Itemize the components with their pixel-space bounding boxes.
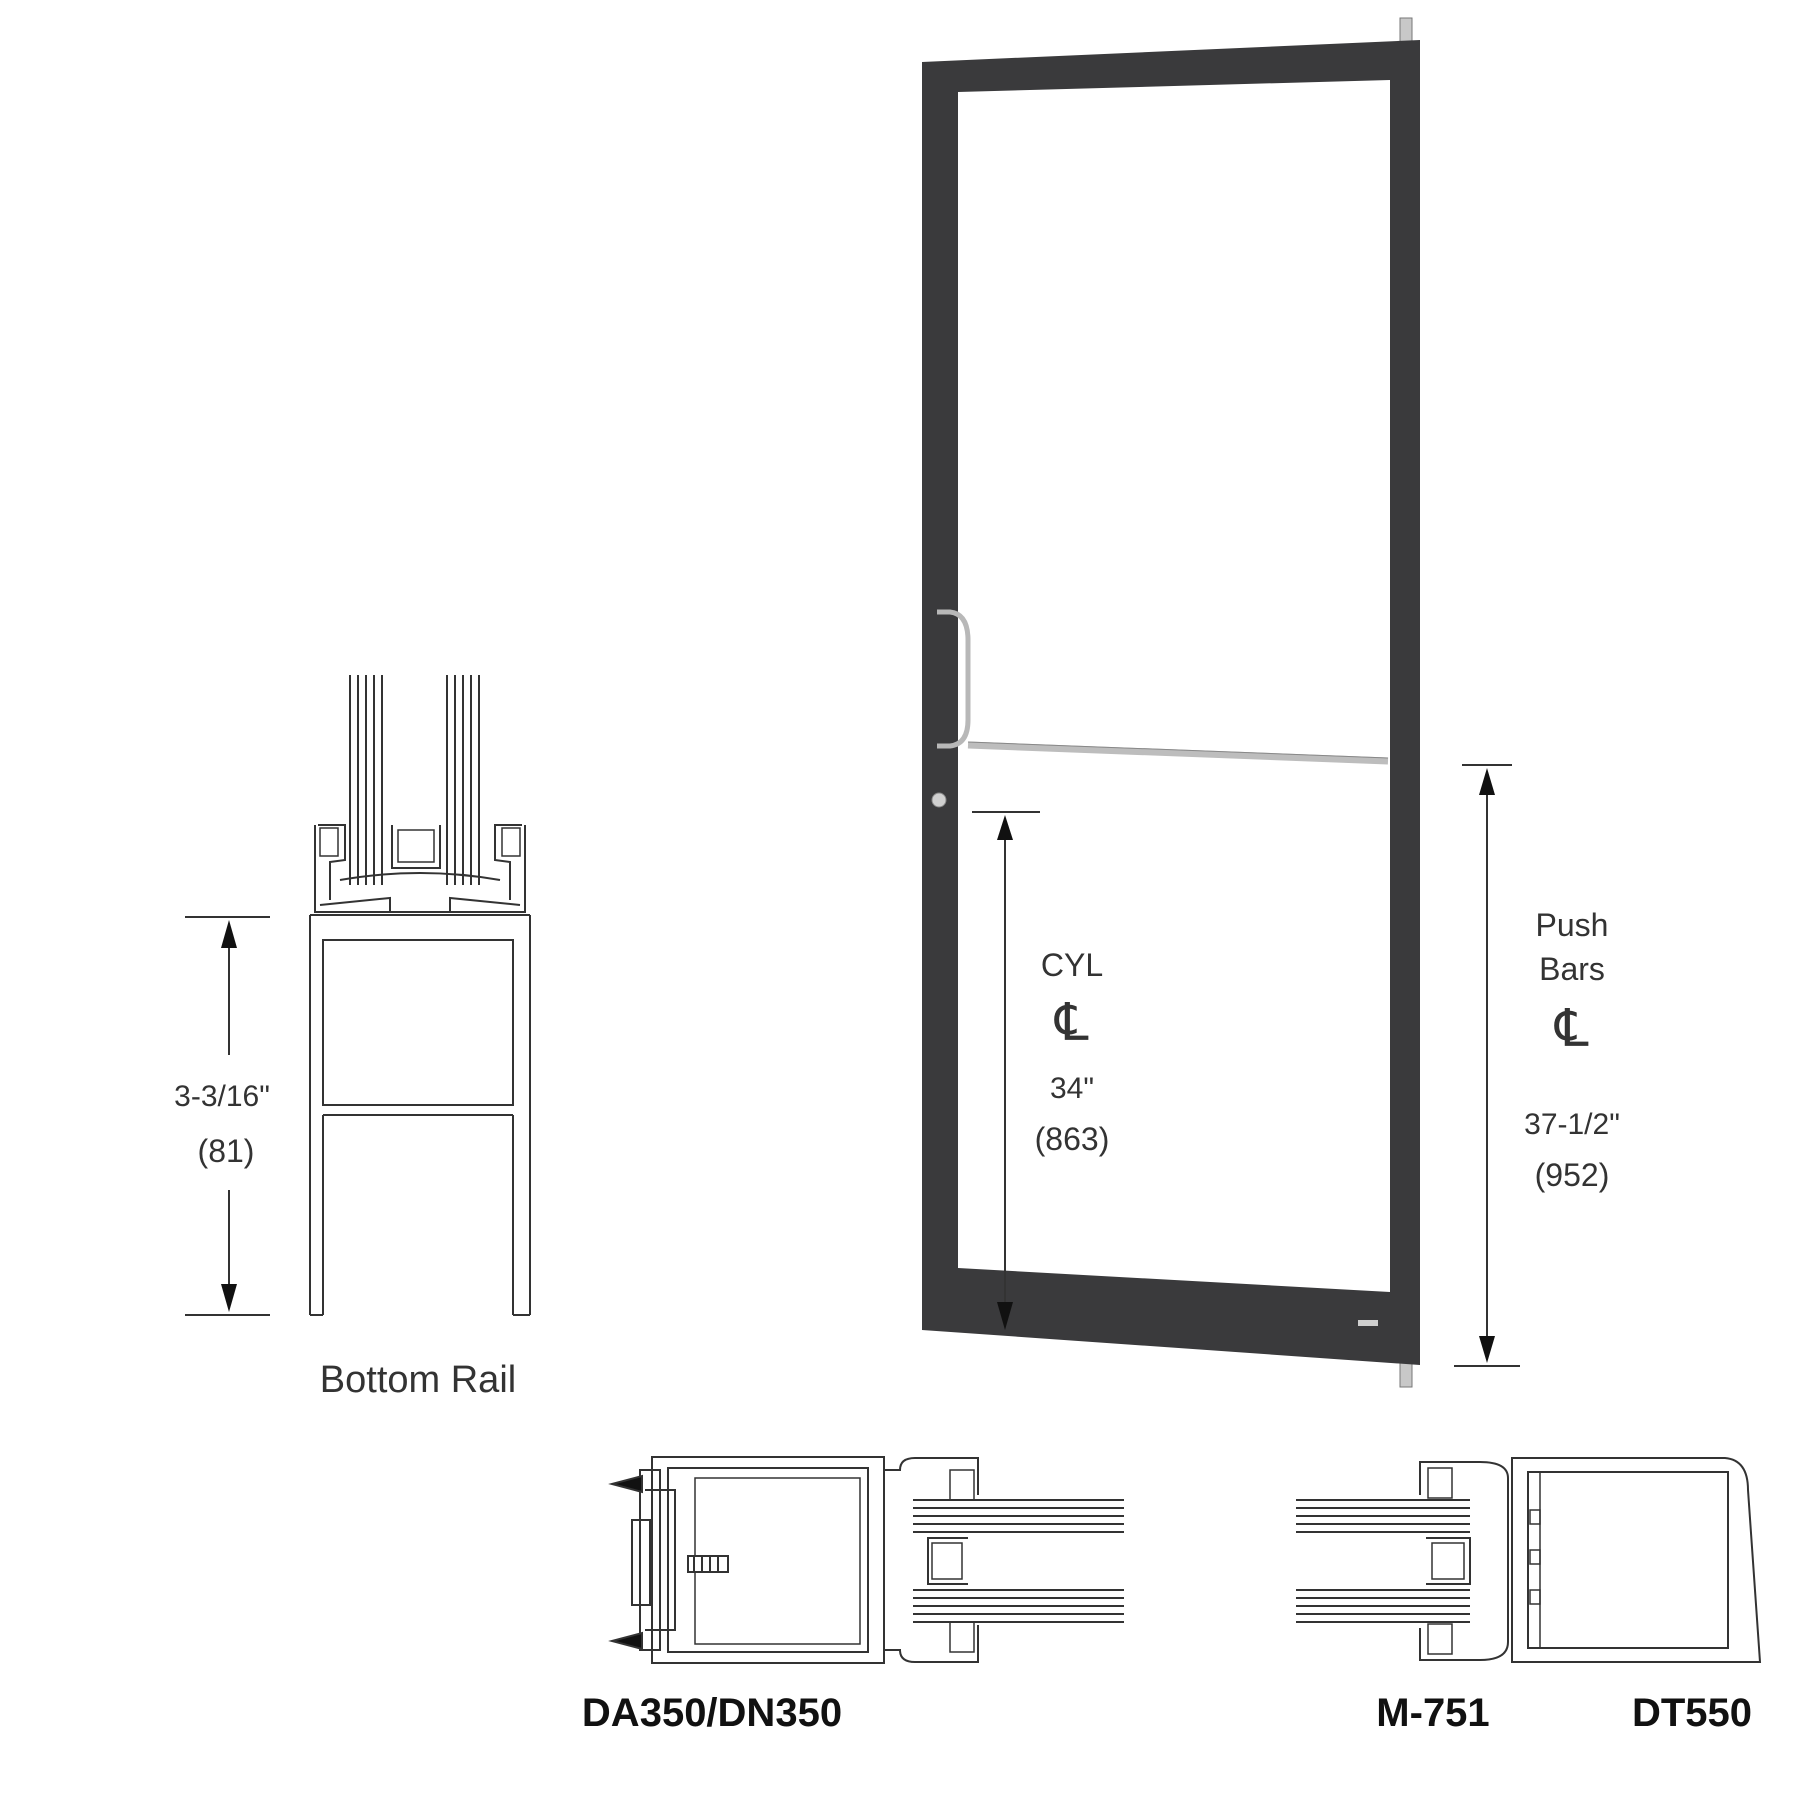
cylinder-dimension: CYL ℄ 34" (863) <box>972 811 1110 1330</box>
section-middle-label: M-751 <box>1376 1691 1489 1735</box>
door-glass <box>958 80 1390 1292</box>
bottom-rail-label <box>1358 1320 1378 1326</box>
section-left-label: DA350/DN350 <box>582 1691 842 1735</box>
cylinder-height-imperial: 34" <box>1050 1072 1094 1105</box>
bottom-rail-dimension: 3-3/16" (81) <box>174 916 270 1316</box>
lock-cylinder <box>931 792 947 808</box>
push-bars-label-line1: Push <box>1536 907 1609 943</box>
bottom-rail-section <box>309 675 531 1316</box>
section-right-label: DT550 <box>1632 1691 1752 1735</box>
door-elevation <box>922 17 1420 1388</box>
pull-handle <box>937 609 971 749</box>
bottom-rail-height-metric: (81) <box>198 1133 255 1169</box>
push-bars-dimension: Push Bars ℄ 37-1/2" (952) <box>1454 764 1620 1367</box>
push-bars-height-imperial: 37-1/2" <box>1524 1108 1620 1141</box>
cylinder-label: CYL <box>1041 947 1103 983</box>
push-bar <box>967 741 1389 765</box>
section-m751-dt550 <box>1296 1457 1762 1663</box>
section-da350 <box>608 1456 1124 1664</box>
cylinder-height-metric: (863) <box>1035 1121 1110 1157</box>
cylinder-centerline-icon: ℄ <box>1053 994 1089 1052</box>
push-bars-label-line2: Bars <box>1539 951 1605 987</box>
push-bars-centerline-icon: ℄ <box>1553 1000 1589 1058</box>
push-bars-height-metric: (952) <box>1535 1157 1610 1193</box>
bottom-rail-height-imperial: 3-3/16" <box>174 1080 270 1113</box>
bottom-rail-caption: Bottom Rail <box>320 1359 516 1401</box>
